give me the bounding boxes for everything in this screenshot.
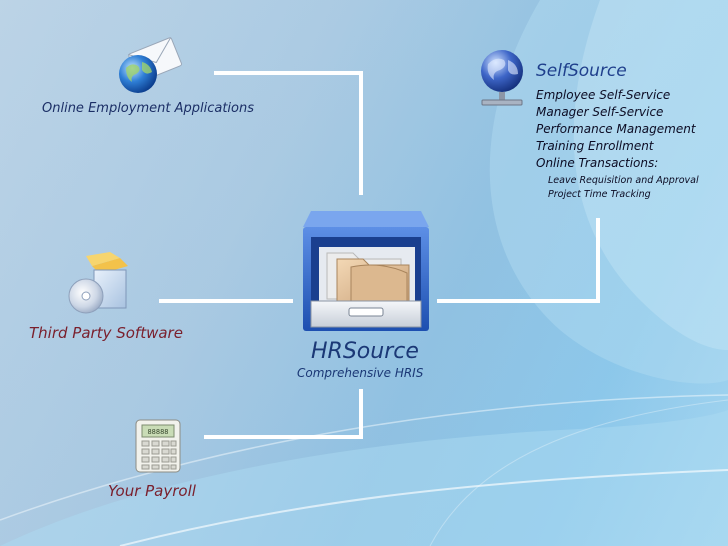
network-globe-icon [481,50,523,106]
software-box-disc-icon [68,252,128,314]
envelope-globe-icon [119,36,182,93]
third-party-label: Third Party Software [29,324,183,342]
selfsource-item: Performance Management [536,122,696,136]
selfsource-item: Employee Self-Service [536,88,671,102]
selfsource-item: Online Transactions: [536,156,659,170]
hrsource-title: HRSource [311,339,419,364]
connector-payroll [204,389,363,439]
connector-selfsource [437,218,600,303]
file-drawer-icon [303,211,429,331]
hrsource-subtitle: Comprehensive HRIS [297,366,424,380]
payroll-label: Your Payroll [108,482,196,500]
connector-online-apps [214,71,363,195]
selfsource-item: Training Enrollment [536,139,654,153]
selfsource-title: SelfSource [536,61,627,81]
online-apps-label: Online Employment Applications [42,101,254,116]
selfsource-sub-item: Leave Requisition and Approval [548,175,699,186]
calculator-icon: 88888 [135,419,181,473]
svg-text:88888: 88888 [147,428,168,436]
selfsource-sub-item: Project Time Tracking [548,189,651,200]
selfsource-item: Manager Self-Service [536,105,664,119]
